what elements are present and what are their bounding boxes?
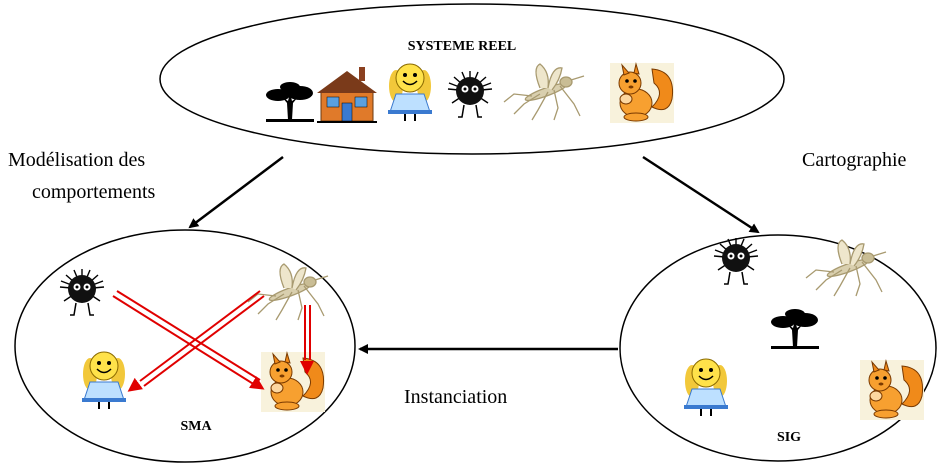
node-systeme-reel: SYSTEME REEL [159, 3, 785, 155]
node-sig-title: SIG [777, 430, 801, 445]
interaction-arrow-mosquito-girl [127, 290, 265, 392]
girl-icon [81, 351, 127, 410]
label-modelisation-line2: comportements [32, 181, 156, 203]
squirrel-icon [609, 62, 675, 124]
label-modelisation-line1: Modélisation des [8, 149, 145, 171]
label-cartographie: Cartographie [802, 149, 907, 171]
arrow-modelisation [188, 156, 284, 229]
squirrel-icon [859, 359, 925, 421]
interaction-arrow-creature-squirrel [112, 290, 265, 390]
interaction-arrow-mosquito-squirrel [300, 305, 314, 375]
girl-icon [387, 63, 433, 122]
node-sma: SMA [14, 229, 356, 463]
node-sig: SIG [619, 234, 937, 462]
squirrel-icon [260, 351, 326, 413]
node-systeme-reel-title: SYSTEME REEL [408, 39, 517, 54]
node-sma-title: SMA [180, 419, 212, 434]
girl-icon [683, 358, 729, 417]
arrow-cartographie [642, 155, 760, 234]
label-instanciation: Instanciation [404, 386, 507, 408]
